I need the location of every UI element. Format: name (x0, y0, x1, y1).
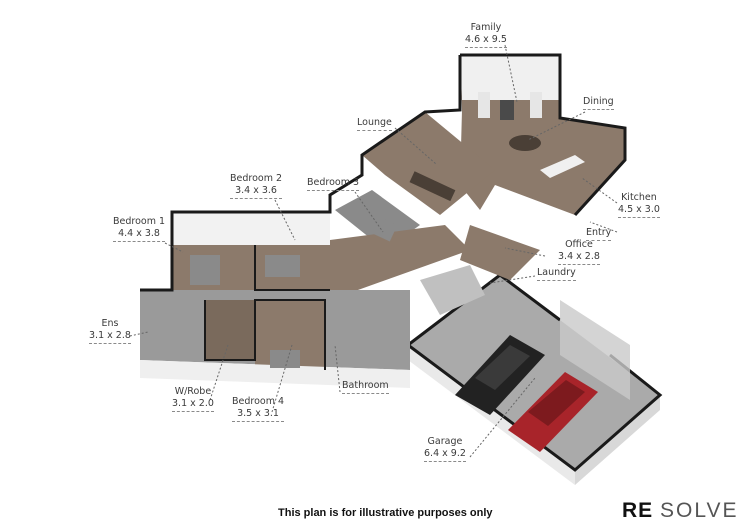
room-label-laundry: Laundry (537, 267, 576, 281)
bed-icon (362, 212, 398, 242)
sofa-icon (478, 92, 490, 118)
room-label-garage: Garage 6.4 x 9.2 (424, 436, 466, 462)
room-label-ens: Ens 3.1 x 2.8 (89, 318, 131, 344)
sofa-icon (530, 92, 542, 118)
kitchen-island-icon (540, 155, 585, 178)
room-label-bathroom: Bathroom (342, 380, 389, 394)
lounge-table-icon (409, 171, 456, 202)
room-label-bedroom-1: Bedroom 1 4.4 x 3.8 (113, 216, 166, 242)
disclaimer-text: This plan is for illustrative purposes o… (278, 507, 493, 519)
car-red-icon (508, 372, 598, 452)
brand-logo-part2: SOLVE (660, 499, 739, 522)
room-label-dining: Dining (583, 96, 614, 110)
garage-area (407, 273, 663, 485)
room-label-family: Family 4.6 x 9.5 (465, 22, 507, 48)
coffee-table-icon (500, 100, 514, 120)
room-label-kitchen: Kitchen 4.5 x 3.0 (618, 192, 660, 218)
car-black-icon (455, 335, 545, 415)
room-label-entry: Entry (586, 227, 612, 241)
room-label-lounge: Lounge (357, 117, 392, 131)
dining-table-icon (509, 135, 541, 151)
bed-icon (270, 350, 300, 368)
room-label-wrobe: W/Robe 3.1 x 2.0 (172, 386, 214, 412)
room-label-bedroom-4: Bedroom 4 3.5 x 3.1 (232, 396, 285, 422)
bed-icon (190, 255, 220, 285)
brand-logo-part1: RE (622, 499, 654, 522)
leader-lines (129, 44, 618, 458)
bed-icon (265, 255, 300, 277)
room-label-bedroom-3: Bedroom 3 (307, 177, 360, 191)
room-label-bedroom-2: Bedroom 2 3.4 x 3.6 (230, 173, 283, 199)
brand-logo: RE SOLVE (622, 499, 739, 523)
house-floor (140, 53, 627, 388)
room-label-office: Office 3.4 x 2.8 (558, 239, 600, 265)
